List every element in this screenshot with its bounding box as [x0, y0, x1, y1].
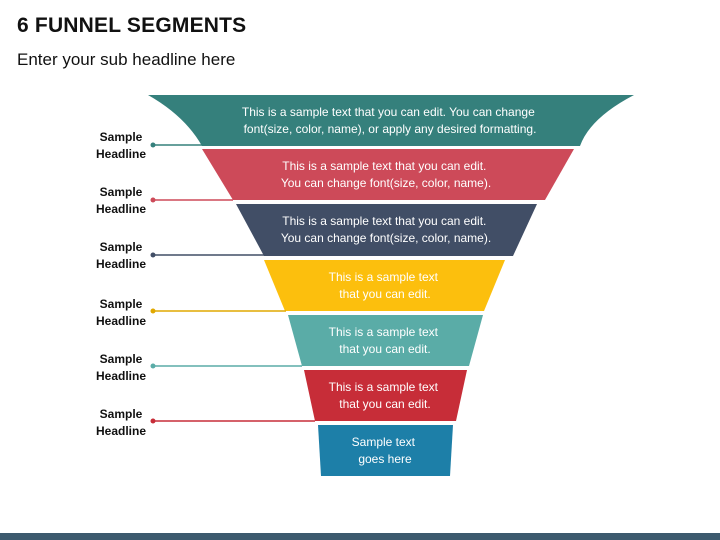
- segment-1-line-1: This is a sample text that you can edit.…: [242, 105, 535, 119]
- headline-label-4-line-2: Headline: [95, 314, 146, 328]
- headline-label-6-line-1: Sample: [99, 407, 143, 421]
- headline-label-6: Sample Headline: [86, 406, 156, 440]
- connector-2: [150, 197, 233, 203]
- funnel-segment-5[interactable]: [288, 315, 483, 366]
- segment-5-line-2: that you can edit.: [339, 342, 430, 356]
- headline-label-5-line-1: Sample: [99, 352, 143, 366]
- funnel-segment-2[interactable]: [202, 149, 574, 200]
- headline-label-1-line-1: Sample: [99, 130, 143, 144]
- headline-label-5: Sample Headline: [86, 351, 156, 385]
- headline-label-5-line-2: Headline: [95, 369, 146, 383]
- headline-label-1: Sample Headline: [86, 129, 156, 163]
- segment-4-line-2: that you can edit.: [339, 287, 430, 301]
- svg-text:This is a sample text that you: This is a sample text that you can edit.…: [281, 159, 491, 190]
- segment-2-line-1: This is a sample text that you can edit.: [282, 159, 486, 173]
- svg-text:This is a sample text that you: This is a sample text that you can edit.…: [281, 214, 491, 245]
- segment-3-line-1: This is a sample text that you can edit.: [282, 214, 486, 228]
- segment-6-line-1: This is a sample text: [329, 380, 439, 394]
- segment-6-line-2: that you can edit.: [339, 397, 430, 411]
- funnel-segment-1[interactable]: [148, 95, 634, 146]
- connector-5: [150, 363, 302, 369]
- headline-label-2-line-2: Headline: [95, 202, 146, 216]
- segment-4-line-1: This is a sample text: [329, 270, 439, 284]
- funnel-segment-7[interactable]: [318, 425, 453, 476]
- svg-text:Sample text goes here: Sample text goes here: [352, 435, 419, 466]
- bottom-accent-bar: [0, 533, 720, 540]
- segment-1-line-2: font(size, color, name), or apply any de…: [244, 122, 537, 136]
- headline-label-4: Sample Headline: [86, 296, 156, 330]
- segment-7-line-1: Sample text: [352, 435, 416, 449]
- connector-1: [150, 142, 205, 148]
- segment-7-line-2: goes here: [358, 452, 412, 466]
- segment-5-line-1: This is a sample text: [329, 325, 439, 339]
- headline-label-4-line-1: Sample: [99, 297, 143, 311]
- headline-label-2-line-1: Sample: [99, 185, 143, 199]
- headline-label-2: Sample Headline: [86, 184, 156, 218]
- connector-4: [150, 308, 286, 314]
- segment-3-line-2: You can change font(size, color, name).: [281, 231, 491, 245]
- svg-text:This is a sample text that: This is a sample text that you can edit.: [329, 325, 442, 356]
- headline-label-3: Sample Headline: [86, 239, 156, 273]
- headline-label-6-line-2: Headline: [95, 424, 146, 438]
- headline-label-3-line-1: Sample: [99, 240, 143, 254]
- svg-text:This is a sample text that: This is a sample text that you can edit.: [329, 270, 442, 301]
- svg-text:This is a sample text that you: This is a sample text that you can edit.…: [242, 105, 538, 136]
- page-title: 6 FUNNEL SEGMENTS: [17, 14, 247, 37]
- svg-text:This is a sample text that: This is a sample text that you can edit.: [329, 380, 442, 411]
- segment-2-line-2: You can change font(size, color, name).: [281, 176, 491, 190]
- connector-6: [150, 418, 315, 424]
- page-subtitle: Enter your sub headline here: [17, 50, 236, 69]
- headline-label-1-line-2: Headline: [95, 147, 146, 161]
- funnel-segment-4[interactable]: [264, 260, 505, 311]
- connector-3: [150, 252, 264, 258]
- funnel-segment-6[interactable]: [304, 370, 467, 421]
- headline-label-3-line-2: Headline: [95, 257, 146, 271]
- funnel-segment-3[interactable]: [236, 204, 537, 256]
